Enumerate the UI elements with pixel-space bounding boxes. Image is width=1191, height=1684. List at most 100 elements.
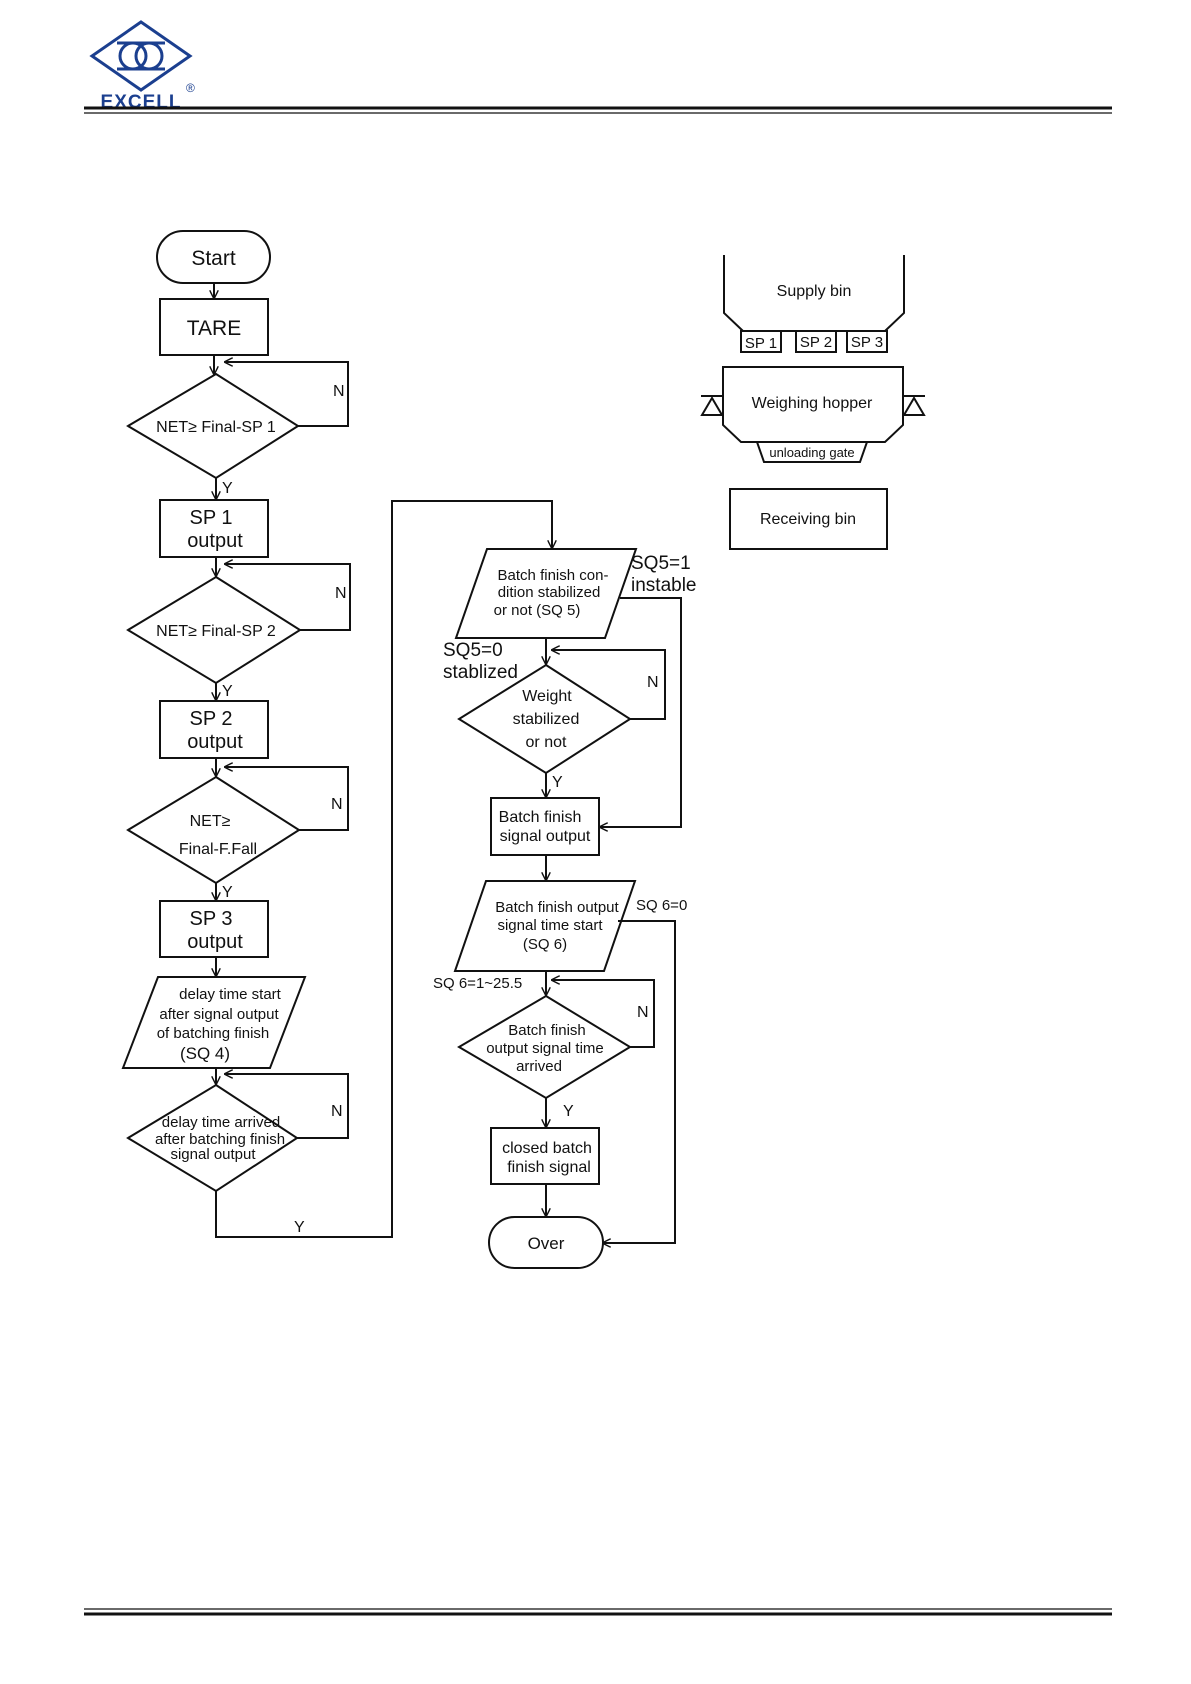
logo-diamond: [89, 20, 193, 92]
label-yes-d5: Y: [552, 774, 563, 791]
path-sq6-0: [603, 920, 676, 1243]
label-flowchart-sp3-0: SP 3: [190, 908, 233, 930]
label-flowchart-sp3-1: output: [187, 931, 243, 953]
label-flowchart-d3-0: NET≥: [190, 813, 231, 830]
connector-left-to-middle: [215, 500, 552, 1238]
decision-delay-arrived: delay time arrived after batching finish…: [126, 1083, 299, 1193]
label-flowchart-sq4-1: after signal output: [159, 1006, 279, 1023]
start-terminal: Start: [156, 230, 271, 284]
label-flowchart-sq4-2: of batching finish: [157, 1025, 270, 1042]
decision-weight-stabilized: Weight stabilized or not: [457, 663, 632, 775]
label-no-d1: N: [333, 383, 345, 400]
label-flowchart-sp1-1: output: [187, 530, 243, 552]
label-sq5-0: SQ5=0: [443, 640, 503, 661]
loop-no-d2: [225, 564, 351, 631]
label-hopper-unloading-gate: unloading gate: [769, 445, 854, 460]
label-yes-d4: Y: [294, 1219, 305, 1236]
label-flowchart-d4-2: signal output: [170, 1146, 256, 1163]
sp2-output-box: SP 2 output: [159, 700, 269, 759]
label-flowchart-sq5-1: dition stabilized: [498, 584, 601, 601]
label-sq6-range: SQ 6=1~25.5: [433, 975, 522, 992]
sp3-valve: [846, 330, 888, 353]
label-hopper-receiving-bin: Receiving bin: [760, 511, 856, 528]
label-flowchart-d4-0: delay time arrived: [162, 1114, 280, 1131]
label-flowchart-d5-2: or not: [526, 734, 567, 751]
label-flowchart-sq4-3: (SQ 4): [180, 1044, 230, 1063]
sp3-output-box: SP 3 output: [159, 900, 269, 958]
decision-output-time-arrived: Batch finish output signal time arrived: [457, 994, 632, 1100]
logo-emblem-icon: [117, 41, 165, 71]
label-flowchart-closed-1: finish signal: [507, 1159, 591, 1176]
label-yes-d6: Y: [563, 1103, 574, 1120]
logo-text: EXCELL: [101, 92, 182, 113]
weighing-hopper: Weighing hopper: [722, 366, 904, 443]
decision-final-sp1: NET≥ Final-SP 1: [126, 372, 300, 480]
excell-logo: EXCELL ®: [89, 20, 195, 113]
label-no-d2: N: [335, 585, 347, 602]
registered-mark: ®: [186, 81, 195, 95]
label-hopper-sp-labels-2: SP 3: [851, 334, 883, 351]
label-hopper-sp-labels-0: SP 1: [745, 335, 777, 352]
supply-bin: Supply bin: [723, 255, 905, 332]
label-flowchart-d6-1: output signal time: [486, 1040, 604, 1057]
label-flowchart-d2: NET≥ Final-SP 2: [156, 623, 276, 640]
label-flowchart-d4-1: after batching finish: [155, 1131, 285, 1148]
load-cell-right-icon: [902, 395, 926, 416]
label-no-d4: N: [331, 1103, 343, 1120]
sq4-delay-start: delay time start after signal output of …: [121, 976, 307, 1069]
label-flowchart-batch-out-1: signal output: [500, 828, 591, 845]
label-flowchart-d6-0: Batch finish: [508, 1022, 586, 1039]
label-flowchart-over: Over: [528, 1234, 565, 1253]
decision-final-sp2: NET≥ Final-SP 2: [126, 575, 302, 685]
label-flowchart-tare: TARE: [187, 317, 241, 340]
sp2-valve: [795, 330, 837, 353]
label-flowchart-start: Start: [191, 247, 236, 270]
sp1-output-box: SP 1 output: [159, 499, 269, 558]
loop-no-d6: [552, 980, 655, 1048]
label-flowchart-d5-0: Weight: [522, 688, 572, 705]
label-hopper-weighing-hopper: Weighing hopper: [752, 395, 873, 412]
loop-no-d3: [225, 767, 349, 831]
label-flowchart-d6-2: arrived: [516, 1058, 562, 1075]
sp1-valve: [740, 330, 782, 353]
label-flowchart-sq5-2: or not (SQ 5): [494, 602, 581, 619]
load-cell-left-icon: [700, 395, 724, 416]
over-terminal: Over: [488, 1216, 604, 1269]
closed-batch-signal-box: closed batch finish signal: [490, 1127, 600, 1185]
unloading-gate: unloading gate: [755, 441, 869, 463]
label-flowchart-sp2-0: SP 2: [190, 708, 233, 730]
label-flowchart-d1: NET≥ Final-SP 1: [156, 419, 276, 436]
label-flowchart-closed-0: closed batch: [502, 1140, 592, 1157]
loop-no-d4: [225, 1074, 349, 1139]
label-no-d5: N: [647, 674, 659, 691]
label-instable: instable: [631, 575, 697, 596]
label-yes-d1: Y: [222, 480, 233, 497]
label-flowchart-sp2-1: output: [187, 731, 243, 753]
label-flowchart-sq6-2: (SQ 6): [523, 936, 567, 953]
path-instable: [600, 597, 682, 827]
sq5-stabilized-check: Batch finish con- dition stabilized or n…: [454, 548, 638, 639]
loop-no-d1: [225, 362, 349, 427]
label-flowchart-sq5-0: Batch finish con-: [498, 567, 609, 584]
label-sq5-1: SQ5=1: [631, 553, 691, 574]
label-flowchart-d5-1: stabilized: [513, 711, 580, 728]
tare-box: TARE: [159, 298, 269, 356]
label-flowchart-d3-1: Final-F.Fall: [179, 841, 257, 858]
label-no-d6: N: [637, 1004, 649, 1021]
batch-finish-output-box: Batch finish signal output: [490, 797, 600, 856]
sq6-output-time-start: Batch finish output signal time start (S…: [453, 880, 637, 972]
loop-no-d5: [552, 650, 666, 720]
label-stablized: stablized: [443, 662, 518, 683]
sp-valves: SP 1 SP 2 SP 3: [740, 330, 888, 353]
label-hopper-sp-labels-1: SP 2: [800, 334, 832, 351]
decision-final-ffall: NET≥ Final-F.Fall: [126, 775, 301, 885]
label-yes-d3: Y: [222, 884, 233, 901]
label-flowchart-batch-out-0: Batch finish: [499, 809, 582, 826]
label-flowchart-sp1-0: SP 1: [190, 507, 233, 529]
label-flowchart-sq4-0: delay time start: [179, 986, 282, 1003]
label-flowchart-sq6-0: Batch finish output: [495, 899, 619, 916]
label-flowchart-sq6-1: signal time start: [497, 917, 603, 934]
label-sq6-0: SQ 6=0: [636, 897, 687, 914]
label-no-d3: N: [331, 796, 343, 813]
